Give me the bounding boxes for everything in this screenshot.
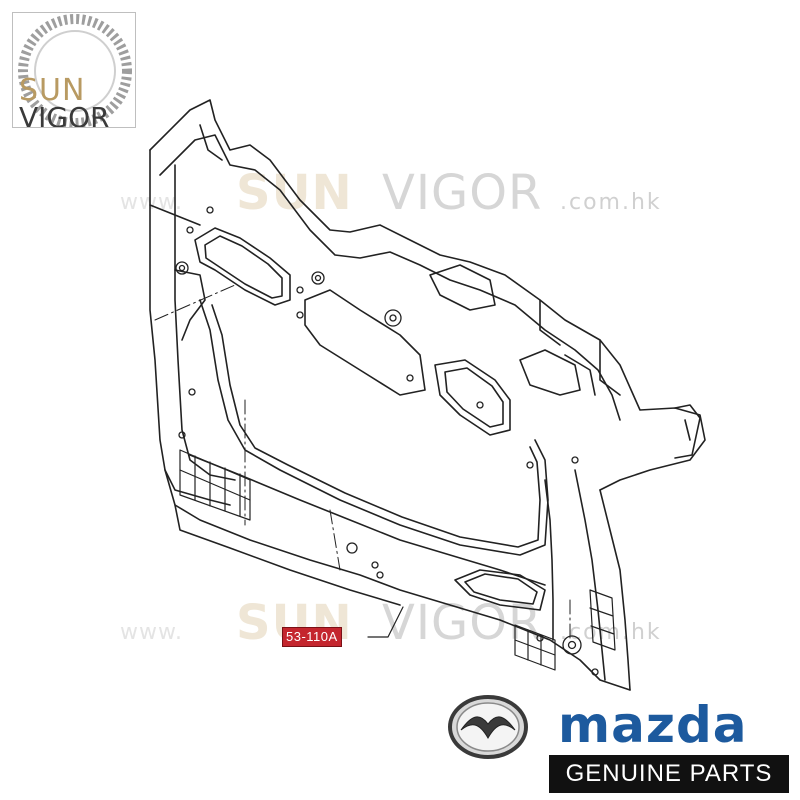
mazda-wordmark: mazda xyxy=(558,696,748,754)
left-upper-opening xyxy=(194,227,291,306)
radiator-opening xyxy=(199,299,549,556)
logo-vigor-text: VIGOR xyxy=(19,101,110,128)
watermark-domain-top: .com.hk xyxy=(560,190,662,215)
genuine-parts-banner: GENUINE PARTS xyxy=(549,755,789,793)
watermark-prefix-top: www. xyxy=(120,190,183,215)
center-upper-opening xyxy=(304,289,426,396)
mazda-emblem-icon xyxy=(448,695,528,759)
logo-sun-text: SUN xyxy=(19,73,86,108)
top-rail xyxy=(149,99,706,491)
sunvigor-logo: SUN VIGOR xyxy=(12,12,136,128)
part-number-label[interactable]: 53-110A xyxy=(282,627,342,647)
gear-ring-icon xyxy=(18,14,132,127)
lower-crossmember xyxy=(164,469,631,691)
right-upper-opening xyxy=(434,359,511,436)
lower-left-grille xyxy=(179,449,251,521)
watermark-prefix-bottom: www. xyxy=(120,620,183,645)
mounting-holes xyxy=(175,206,599,676)
left-pillar xyxy=(149,204,231,506)
watermark-vigor-top: VIGOR xyxy=(382,165,543,221)
right-pillar xyxy=(599,489,631,691)
genuine-parts-text: GENUINE PARTS xyxy=(565,760,773,787)
part-leader-line xyxy=(367,606,404,638)
